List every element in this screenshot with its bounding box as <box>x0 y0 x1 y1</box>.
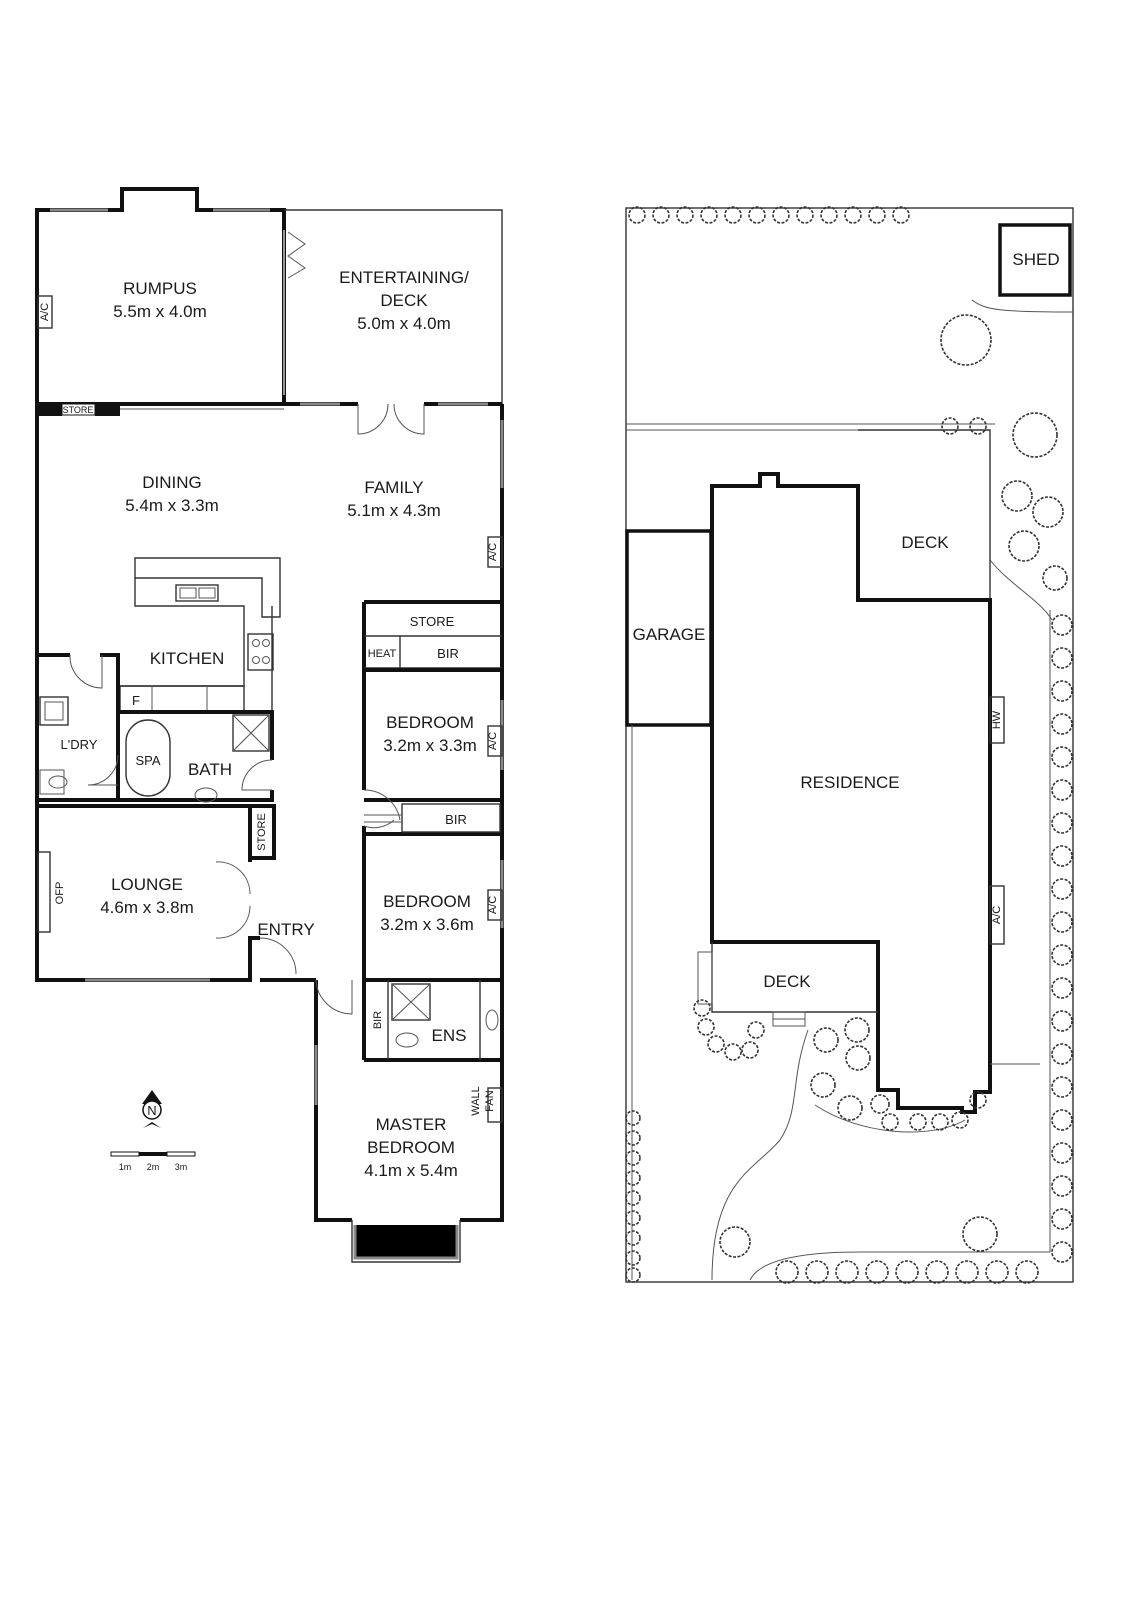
room-label-ensuite: ENS <box>432 1026 467 1045</box>
deck-outline <box>284 209 503 404</box>
room-label-master-1: MASTER <box>376 1115 447 1134</box>
room-label-deck: DECK <box>380 291 428 310</box>
garage-label: GARAGE <box>633 625 706 644</box>
scale-1m: 1m <box>119 1162 132 1172</box>
room-label-master-2: BEDROOM <box>367 1138 455 1157</box>
room-label-rumpus: RUMPUS <box>123 279 197 298</box>
residence-label: RESIDENCE <box>800 773 899 792</box>
store-small-label: STORE <box>63 405 94 415</box>
ac-bedroom-2-label: A/C <box>487 896 499 914</box>
deck-bottom-label: DECK <box>763 972 811 991</box>
room-label-store-hall: STORE <box>256 813 268 851</box>
hw-label: HW <box>991 710 1003 729</box>
site-plan: SHED DECK GARAGE RESIDENCE HW A/C DECK <box>625 206 1074 1284</box>
room-size-rumpus: 5.5m x 4.0m <box>113 302 207 321</box>
room-label-family: FAMILY <box>364 478 423 497</box>
room-size-entertaining: 5.0m x 4.0m <box>357 314 451 333</box>
room-size-family: 5.1m x 4.3m <box>347 501 441 520</box>
room-label-laundry: L'DRY <box>61 737 98 752</box>
scale-3m: 3m <box>175 1162 188 1172</box>
compass-icon: N <box>142 1090 162 1128</box>
floor-plan: RUMPUS 5.5m x 4.0m ENTERTAINING/ DECK 5.… <box>35 187 504 1263</box>
wall-fan-label-2: FAN <box>484 1090 496 1111</box>
room-label-heat: HEAT <box>368 648 397 660</box>
room-label-bir-1: BIR <box>437 646 459 661</box>
store-black-block-2 <box>95 402 120 416</box>
room-label-spa: SPA <box>135 753 160 768</box>
ac-bedroom-1-label: A/C <box>487 732 499 750</box>
fridge-label: F <box>132 693 140 708</box>
room-size-bedroom-2: 3.2m x 3.6m <box>380 915 474 934</box>
room-label-dining: DINING <box>142 473 202 492</box>
deck-top-label: DECK <box>901 533 949 552</box>
site-boundary <box>625 207 1074 1283</box>
ac-rumpus-label: A/C <box>39 303 51 321</box>
store-black-block <box>37 402 62 416</box>
scale-2m: 2m <box>147 1162 160 1172</box>
tree-icons <box>625 206 1073 1284</box>
ac-family-label: A/C <box>487 543 499 561</box>
room-label-lounge: LOUNGE <box>111 875 183 894</box>
room-label-bath: BATH <box>188 760 232 779</box>
ac-site-label: A/C <box>991 906 1003 924</box>
room-size-bedroom-1: 3.2m x 3.3m <box>383 736 477 755</box>
shed-label: SHED <box>1012 250 1059 269</box>
outer-walls <box>35 187 504 1222</box>
room-label-entry: ENTRY <box>257 920 314 939</box>
room-label-bir-2: BIR <box>445 812 467 827</box>
room-size-master: 4.1m x 5.4m <box>364 1161 458 1180</box>
room-label-store-top: STORE <box>410 614 455 629</box>
room-label-bedroom-1: BEDROOM <box>386 713 474 732</box>
room-label-kitchen: KITCHEN <box>150 649 225 668</box>
residence-outline <box>710 472 992 1114</box>
room-size-dining: 5.4m x 3.3m <box>125 496 219 515</box>
room-label-bir-3: BIR <box>372 1011 384 1029</box>
room-size-lounge: 4.6m x 3.8m <box>100 898 194 917</box>
ofp-label: OFP <box>54 882 66 905</box>
compass-label: N <box>147 1103 156 1118</box>
wall-fan-label-1: WALL <box>470 1086 482 1116</box>
room-label-bedroom-2: BEDROOM <box>383 892 471 911</box>
scale-bar: 1m 2m 3m <box>110 1151 196 1172</box>
room-label-entertaining: ENTERTAINING/ <box>339 268 469 287</box>
